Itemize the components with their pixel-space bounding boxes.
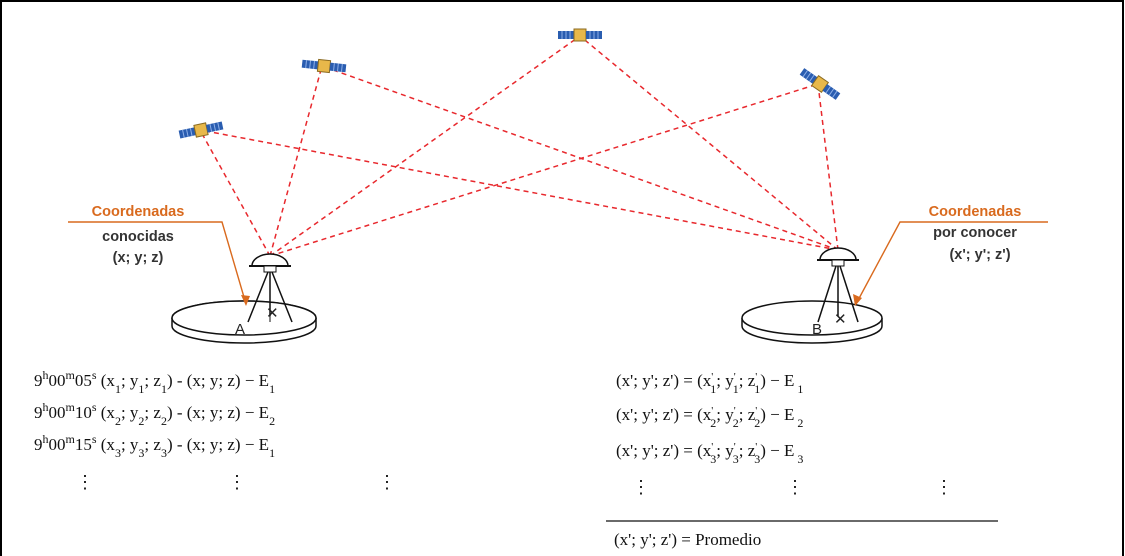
ray-b-sat2 (321, 65, 839, 251)
left-equations: 9h00m05s (x1; y1; z1) - (x; y; z) − E1 9h… (34, 368, 275, 460)
satellite-icon (300, 57, 348, 75)
point-b-label: B (812, 321, 822, 338)
svg-text:✕: ✕ (834, 311, 847, 328)
svg-text:⋮: ⋮ (378, 472, 396, 492)
satellite-icon (177, 119, 225, 141)
right-equation-row: (x'; y'; z') = (x'1; y'1; z'1) − E 1 (616, 371, 803, 396)
svg-text:✕: ✕ (266, 305, 279, 322)
known-line3: (x; y; z) (113, 250, 164, 266)
left-equation-row: 9h00m10s (x2; y2; z2) - (x; y; z) − E2 (34, 400, 275, 428)
left-equation-row: 9h00m15s (x3; y3; z3) - (x; y; z) − E1 (34, 432, 275, 460)
known-line2: conocidas (102, 229, 174, 245)
signal-rays (199, 35, 839, 257)
leader-known (68, 221, 247, 305)
svg-text:⋮: ⋮ (632, 477, 650, 497)
satellite-icon (557, 28, 603, 42)
ray-a-sat2 (269, 65, 323, 257)
continuation-dots: ⋮ ⋮ ⋮ ⋮ ⋮ ⋮ (76, 472, 953, 497)
point-a-label: A (235, 321, 245, 338)
svg-text:⋮: ⋮ (76, 472, 94, 492)
svg-text:⋮: ⋮ (786, 477, 804, 497)
station-a: ✕ (171, 253, 317, 344)
svg-text:⋮: ⋮ (935, 477, 953, 497)
leader-unknown (855, 221, 1048, 305)
right-equations: (x'; y'; z') = (x'1; y'1; z'1) − E 1 (x';… (616, 371, 803, 466)
right-equation-row: (x'; y'; z') = (x'3; y'3; z'3) − E 3 (616, 441, 803, 466)
result-equation: (x'; y'; z') = Promedio (614, 530, 761, 549)
unknown-title: Coordenadas (929, 204, 1022, 220)
svg-text:⋮: ⋮ (228, 472, 246, 492)
ray-b-sat3 (579, 35, 839, 251)
ray-b-sat1 (199, 129, 839, 251)
ray-b-sat4 (817, 83, 839, 251)
known-title: Coordenadas (92, 204, 185, 220)
ray-a-sat1 (199, 129, 271, 257)
unknown-line2: por conocer (933, 225, 1017, 241)
ray-a-sat4 (269, 83, 819, 257)
left-equation-row: 9h00m05s (x1; y1; z1) - (x; y; z) − E1 (34, 368, 275, 396)
right-equation-row: (x'; y'; z') = (x'2; y'2; z'2) − E 2 (616, 405, 803, 430)
station-b: ✕ (741, 247, 883, 344)
unknown-line3: (x'; y'; z') (949, 247, 1010, 263)
ray-a-sat3 (269, 35, 581, 257)
